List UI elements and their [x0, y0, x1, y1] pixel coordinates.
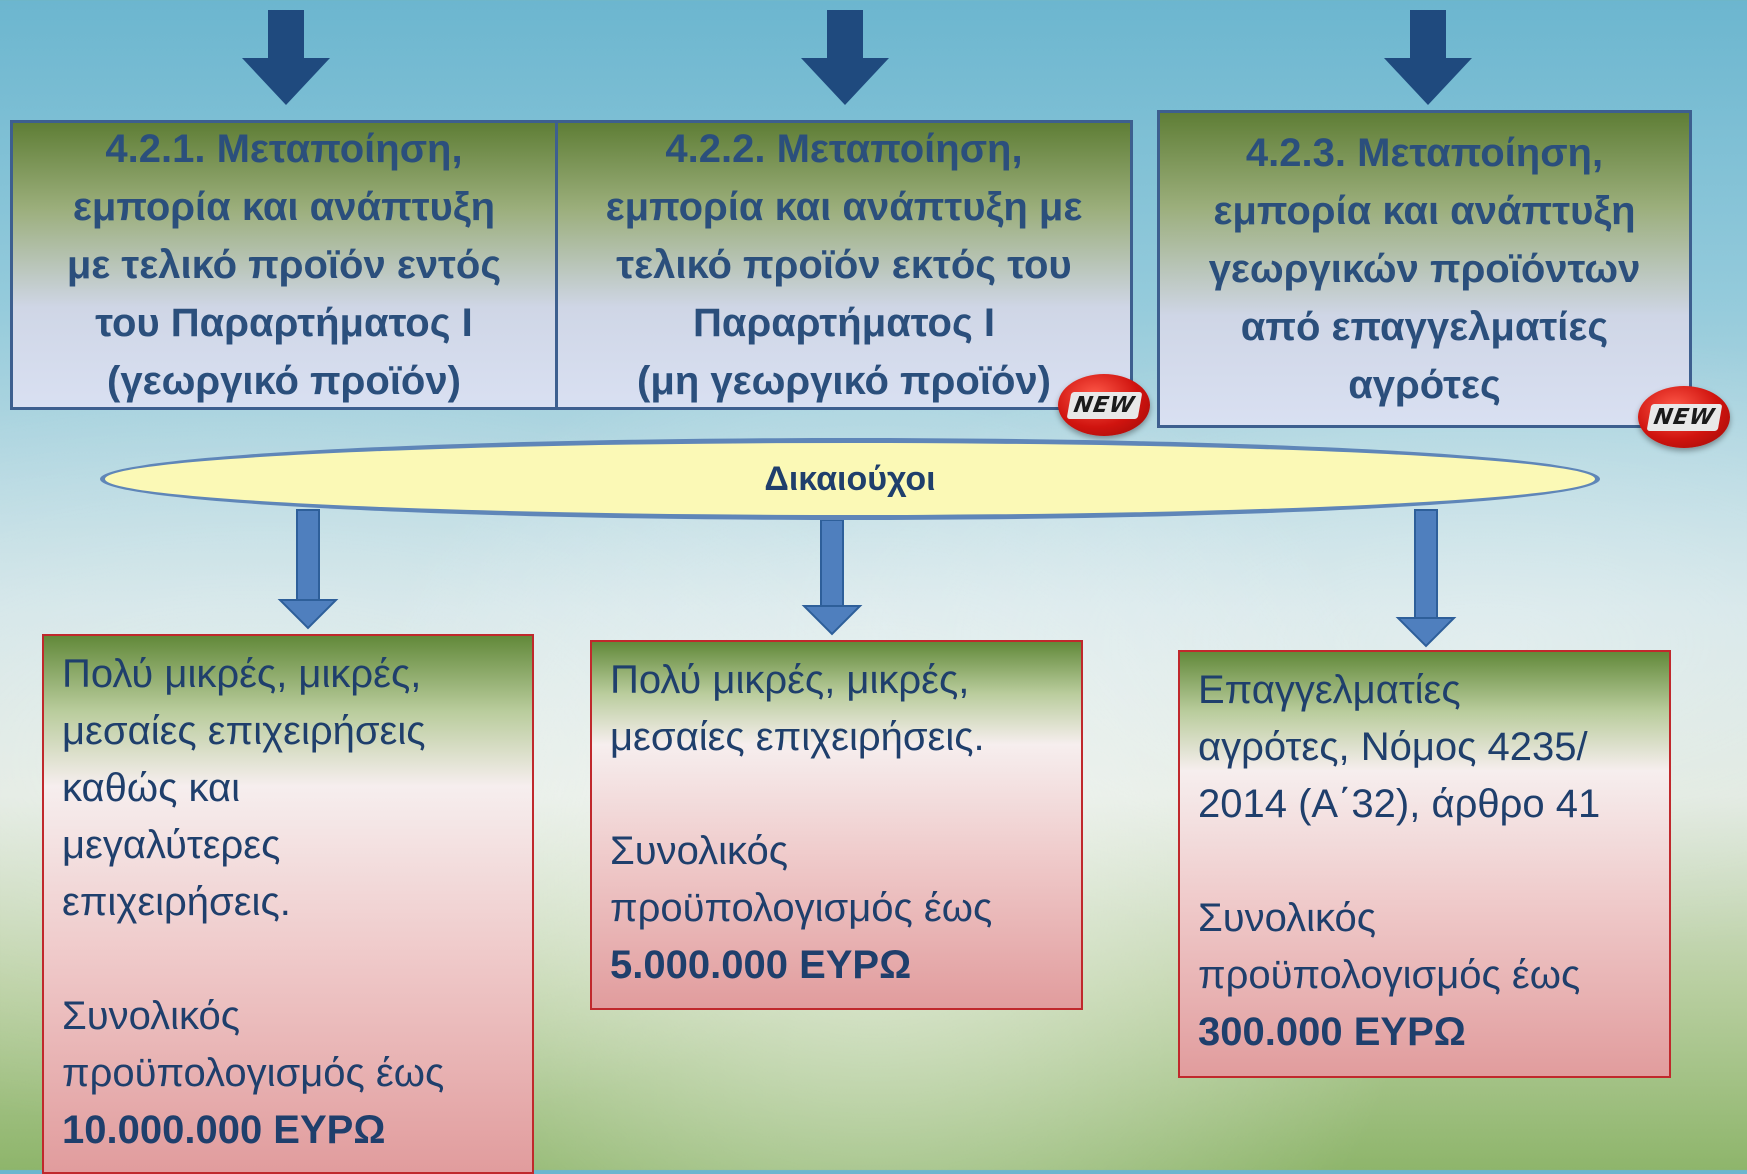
budget-amount: 10.000.000 ΕΥΡΩ: [62, 1108, 386, 1152]
measure-title-4-2-1: 4.2.1. Μεταποίηση, εμπορία και ανάπτυξη …: [66, 127, 502, 403]
beneficiary-box-3: Επαγγελματίες αγρότες, Νόμος 4235/ 2014 …: [1178, 650, 1671, 1078]
beneficiary-description: Πολύ μικρές, μικρές, μεσαίες επιχειρήσει…: [610, 658, 993, 930]
beneficiaries-label: Δικαιούχοι: [764, 459, 936, 498]
new-badge-icon: NEW: [1058, 374, 1150, 436]
budget-amount: 5.000.000 ΕΥΡΩ: [610, 943, 912, 987]
measure-title-4-2-2: 4.2.2. Μεταποίηση, εμπορία και ανάπτυξη …: [605, 127, 1083, 403]
measure-box-4-2-1: 4.2.1. Μεταποίηση, εμπορία και ανάπτυξη …: [10, 120, 558, 410]
new-badge-label: NEW: [1066, 391, 1142, 419]
measure-title-4-2-3: 4.2.3. Μεταποίηση, εμπορία και ανάπτυξη …: [1208, 131, 1641, 407]
arrow-bottom-1: [277, 509, 339, 630]
arrow-bottom-3: [1395, 509, 1457, 648]
measure-box-4-2-3: 4.2.3. Μεταποίηση, εμπορία και ανάπτυξη …: [1157, 110, 1692, 428]
beneficiaries-ellipse: Δικαιούχοι: [100, 438, 1600, 520]
budget-amount: 300.000 ΕΥΡΩ: [1198, 1010, 1466, 1054]
beneficiary-description: Επαγγελματίες αγρότες, Νόμος 4235/ 2014 …: [1198, 668, 1601, 997]
beneficiary-box-2: Πολύ μικρές, μικρές, μεσαίες επιχειρήσει…: [590, 640, 1083, 1010]
arrow-top-1: [242, 10, 330, 105]
arrow-top-3: [1384, 10, 1472, 105]
new-badge-label: NEW: [1646, 403, 1722, 431]
measure-box-4-2-2: 4.2.2. Μεταποίηση, εμπορία και ανάπτυξη …: [555, 120, 1133, 410]
new-badge-icon: NEW: [1638, 386, 1730, 448]
arrow-bottom-2: [801, 519, 863, 636]
beneficiary-box-1: Πολύ μικρές, μικρές, μεσαίες επιχειρήσει…: [42, 634, 534, 1174]
arrow-top-2: [801, 10, 889, 105]
beneficiary-description: Πολύ μικρές, μικρές, μεσαίες επιχειρήσει…: [62, 652, 445, 1095]
